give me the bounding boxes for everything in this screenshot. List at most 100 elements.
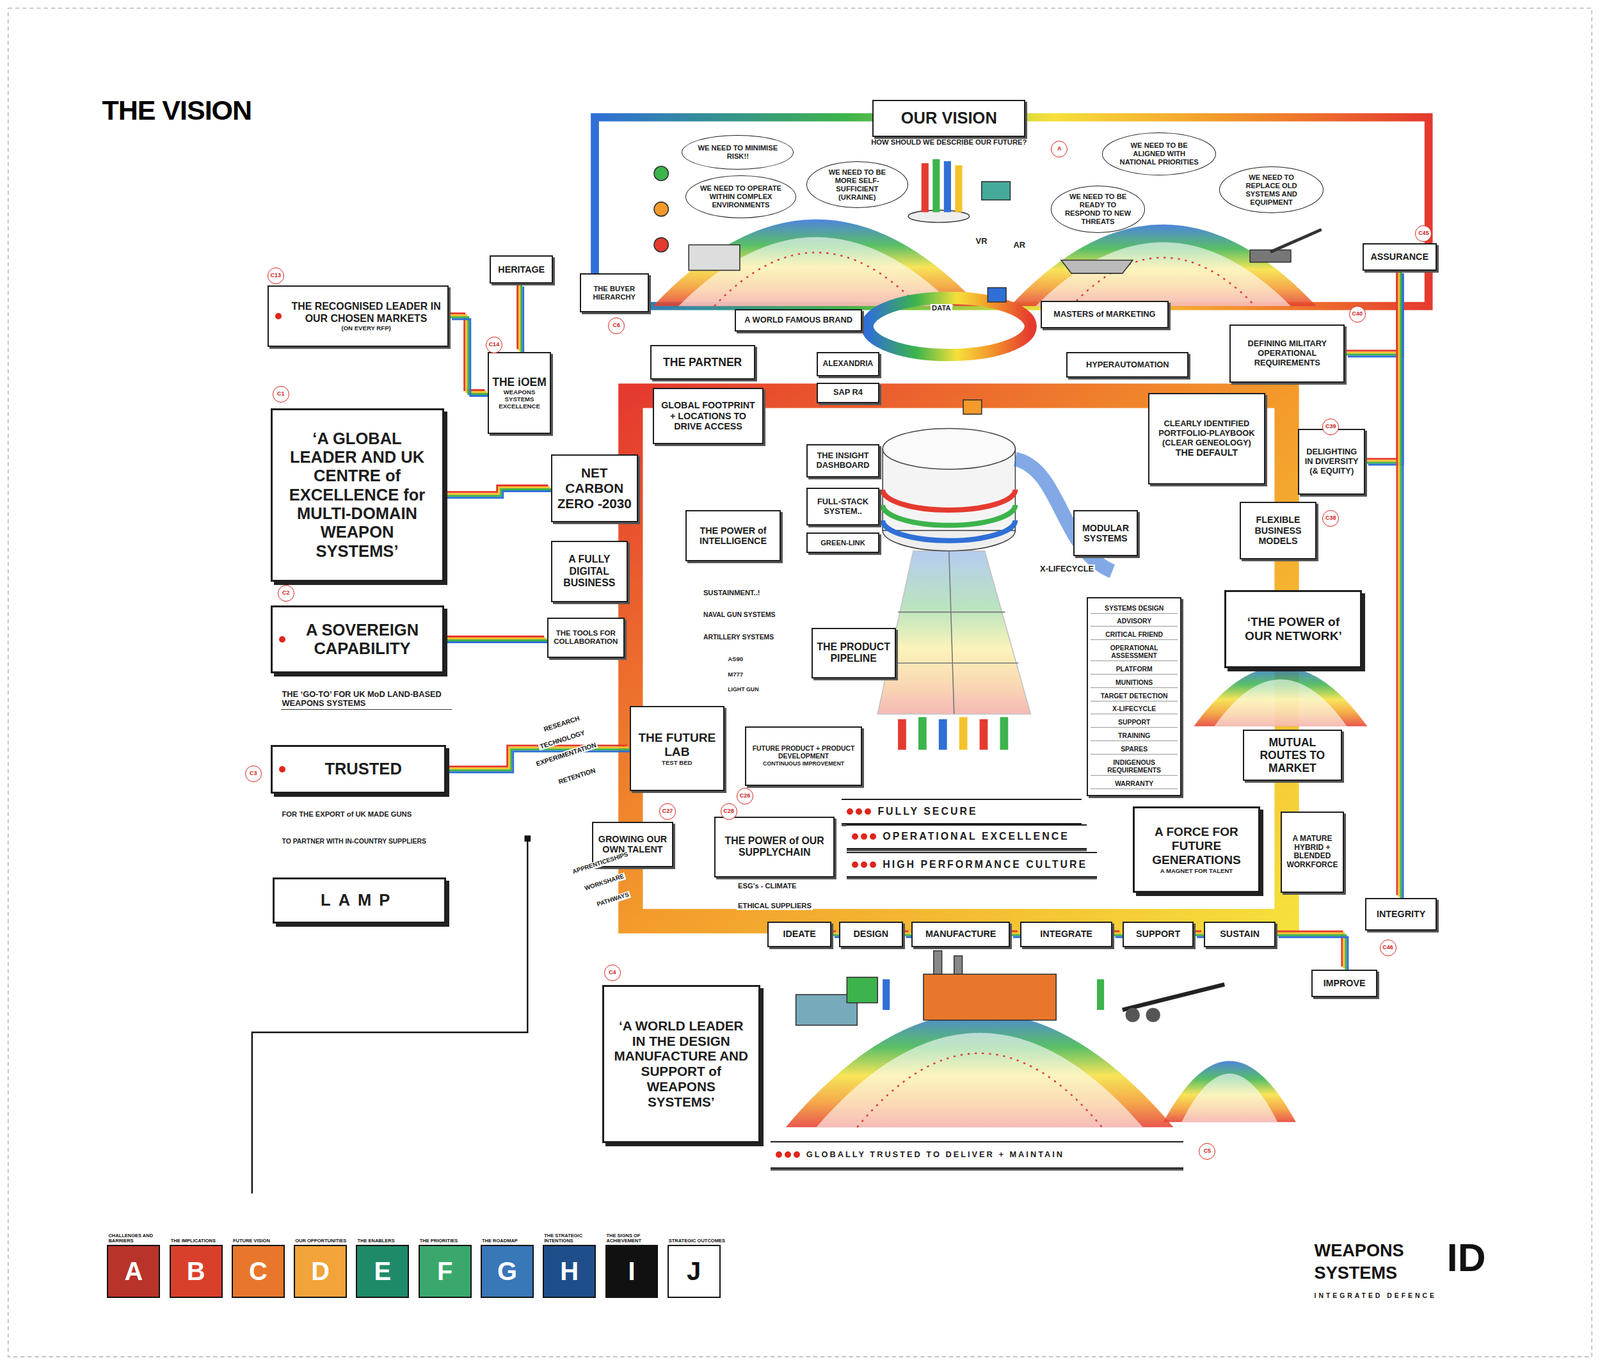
node-text: CHALLENGES AND BARRIERS	[108, 1233, 169, 1245]
callout-number: C5	[1198, 1143, 1216, 1160]
node-text: HIGH PERFORMANCE CULTURE	[882, 858, 1088, 871]
node-text: FLEXIBLE BUSINESS MODELS	[1244, 514, 1312, 546]
node-text: OUR OPPORTUNITIES	[295, 1238, 356, 1244]
bullet-dot	[793, 1151, 800, 1158]
tab-letter: J	[686, 1256, 701, 1287]
text-box: FULL-STACK SYSTEM..	[806, 487, 880, 526]
diagram-label: X-LIFECYCLE	[1038, 564, 1096, 574]
diagram-label: AS90	[726, 656, 745, 664]
callout-number: C40	[1349, 305, 1366, 323]
banner-band: GLOBALLY TRUSTED TO DELIVER + MAINTAIN	[770, 1141, 1184, 1169]
text-box: SAP R4	[816, 382, 880, 404]
rainbow-connector	[440, 636, 550, 642]
section-tab: THE IMPLICATIONSB	[169, 1244, 223, 1298]
diagram-label: NAVAL GUN SYSTEMS	[702, 611, 777, 619]
text-box: INTEGRATE	[1020, 921, 1113, 948]
leader-dot	[524, 835, 532, 842]
connector-stripe	[444, 639, 548, 642]
node-text: SUPPORT	[1136, 928, 1181, 939]
text-box: DESIGN	[839, 921, 904, 948]
section-tab: CHALLENGES AND BARRIERSA	[106, 1244, 160, 1298]
diagram-label: PATHWAYS	[594, 890, 632, 909]
connector-stripe	[1362, 267, 1398, 459]
node-text: A MATURE HYBRID + BLENDED WORKFORCE	[1285, 834, 1340, 870]
node-text: DEFINING MILITARY OPERATIONAL REQUIREMEN…	[1233, 339, 1341, 368]
section-tab: THE ENABLERSE	[355, 1244, 409, 1298]
node-text: GLOBAL FOOTPRINT + LOCATIONS TO DRIVE AC…	[657, 400, 759, 432]
rainbow-connector	[442, 745, 633, 773]
bullet-dot	[860, 861, 868, 868]
logo-text: INTEGRATED DEFENCE	[1314, 1292, 1437, 1300]
node-text: OPERATIONAL EXCELLENCE	[882, 830, 1069, 843]
rainbow-connector	[446, 313, 491, 397]
node-text: THE TOOLS FOR COLLABORATION	[551, 629, 621, 646]
callout-number: C46	[1379, 939, 1397, 957]
node-text: SYSTEMS DESIGN	[1090, 604, 1178, 614]
text-box: SUSTAIN	[1203, 921, 1276, 948]
node-text: TARGET DETECTION	[1090, 691, 1178, 702]
node-text: MUTUAL ROUTES TO MARKET	[1247, 736, 1338, 775]
node-text: MANUFACTURE	[925, 928, 996, 939]
node-text: THE PARTNER	[663, 355, 742, 369]
text-box: INTEGRITY	[1365, 897, 1437, 931]
tab-letter: C	[248, 1256, 268, 1287]
callout-number: C28	[720, 803, 738, 820]
banner-band: OPERATIONAL EXCELLENCE	[846, 824, 1087, 849]
callout-number: C38	[1322, 510, 1339, 527]
node-text: IDEATE	[783, 928, 816, 939]
text-box: THE BUYER HIERARCHY	[579, 273, 649, 313]
connector-stripe	[451, 319, 491, 397]
text-box: MANUFACTURE	[911, 921, 1011, 948]
section-tab: THE SIGNS OF ACHIEVEMENTI	[605, 1244, 659, 1298]
node-text: TRUSTED	[324, 759, 402, 779]
node-text: ALEXANDRIA	[823, 359, 874, 369]
text-box: A FULLY DIGITAL BUSINESS	[551, 540, 628, 603]
section-tab: THE PRIORITIESF	[418, 1244, 472, 1298]
node-text: LAMP	[320, 890, 398, 910]
statement-box: ‘A GLOBAL LEADER AND UK CENTRE of EXCELL…	[270, 408, 445, 582]
node-text: WE NEED TO BE READY TO RESPOND TO NEW TH…	[1063, 192, 1133, 226]
bullet-dot	[851, 833, 859, 840]
node-text: MASTERS of MARKETING	[1053, 309, 1156, 320]
node-text: SPARES	[1090, 744, 1178, 755]
node-text: OPERATIONAL ASSESSMENT	[1090, 643, 1178, 662]
node-text: SUSTAIN	[1219, 928, 1260, 939]
text-box: DEFINING MILITARY OPERATIONAL REQUIREMEN…	[1229, 324, 1345, 383]
text-box: A MATURE HYBRID + BLENDED WORKFORCE	[1280, 811, 1344, 894]
thought-bubble: WE NEED TO BE MORE SELF-SUFFICIENT (UKRA…	[806, 161, 909, 209]
node-text: HOW SHOULD WE DESCRIBE OUR FUTURE?	[871, 138, 1027, 147]
connector-stripe	[446, 641, 550, 644]
statement-box: LAMP	[272, 877, 447, 924]
title-text: THE VISION	[101, 94, 252, 127]
statement-box: ‘A WORLD LEADER IN THE DESIGN MANUFACTUR…	[602, 984, 761, 1144]
text-box: THE RECOGNISED LEADER IN OUR CHOSEN MARK…	[267, 285, 450, 347]
statement-box: A FORCE FOR FUTURE GENERATIONSA MAGNET F…	[1132, 806, 1261, 894]
text-box: THE POWER of INTELLIGENCE	[685, 510, 781, 562]
section-tab: OUR OPPORTUNITIESD	[293, 1244, 347, 1298]
node-text: THE BUYER HIERARCHY	[584, 284, 645, 302]
node-text: WE NEED TO BE ALIGNED WITH NATIONAL PRIO…	[1114, 141, 1205, 167]
diagram-label: M777	[726, 671, 745, 679]
node-text: INTEGRATE	[1040, 928, 1093, 939]
diagram-label: AR	[1012, 240, 1027, 250]
domes	[652, 219, 1368, 1128]
bullet-dot	[869, 861, 877, 868]
diagram-label: LIGHT GUN	[726, 686, 760, 694]
diagram-label: VR	[974, 236, 989, 246]
node-text: THE STRATEGIC INTENTIONS	[544, 1233, 605, 1245]
node-text: DELIGHTING IN DIVERSITY (& EQUITY)	[1302, 447, 1361, 476]
text-box: IMPROVE	[1311, 969, 1378, 998]
callout-number: C6	[608, 317, 625, 335]
node-text: THE DEFAULT	[1175, 447, 1238, 458]
node-text: IMPROVE	[1323, 977, 1366, 989]
node-text: THE iOEM	[492, 375, 547, 389]
bullet-dot	[869, 833, 877, 840]
diagram-label: ARTILLERY SYSTEMS	[702, 633, 776, 641]
node-text: WEAPONS SYSTEMS EXCELLENCE	[492, 388, 547, 410]
node-text: WE NEED TO REPLACE OLD SYSTEMS AND EQUIP…	[1231, 173, 1312, 207]
node-text: PLATFORM	[1090, 664, 1178, 675]
bottom-scene	[796, 951, 1225, 1026]
leader-line	[252, 838, 528, 1194]
logo-text: SYSTEMS	[1314, 1263, 1398, 1283]
